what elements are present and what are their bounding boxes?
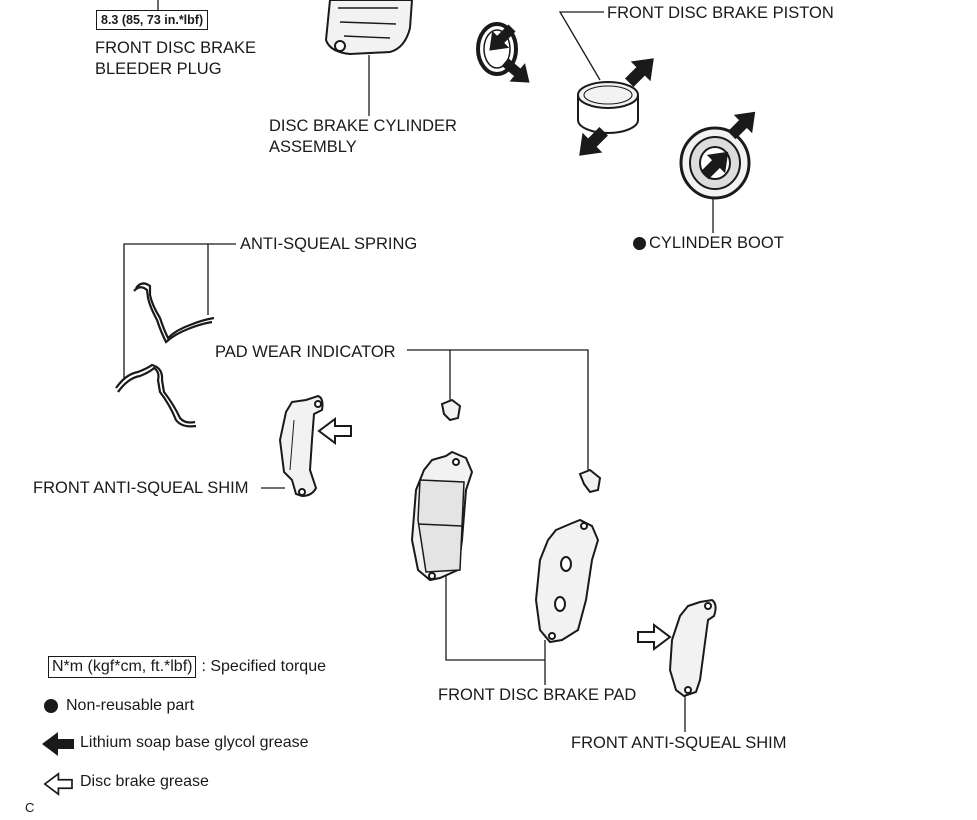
anti-squeal-shim-right-label: FRONT ANTI-SQUEAL SHIM [570, 733, 788, 754]
legend-icons [42, 732, 74, 796]
piston-seal-part [476, 19, 538, 92]
legend-lithium-grease-text: Lithium soap base glycol grease [80, 734, 309, 751]
cylinder-assembly-part [324, 0, 414, 56]
bleeder-plug-label: FRONT DISC BRAKE BLEEDER PLUG [94, 38, 258, 80]
legend-disc-brake-grease-text: Disc brake grease [80, 773, 209, 790]
legend-non-reusable-text: Non-reusable part [66, 697, 195, 714]
cylinder-boot-part [679, 103, 764, 200]
legend-non-reusable: Non-reusable part [44, 697, 194, 715]
anti-squeal-spring-label: ANTI-SQUEAL SPRING [239, 234, 419, 255]
anti-squeal-shim-left-label: FRONT ANTI-SQUEAL SHIM [32, 478, 250, 499]
brake-pad-left-part [410, 450, 474, 582]
legend-torque-desc: : Specified torque [201, 658, 326, 675]
pad-wear-indicator-label: PAD WEAR INDICATOR [214, 342, 397, 363]
anti-squeal-shim-left-part [278, 394, 352, 498]
cylinder-boot-label-group: CYLINDER BOOT [632, 233, 785, 254]
torque-spec-label: 8.3 (85, 73 in.*lbf) [96, 10, 209, 30]
filled-circle-icon [44, 699, 58, 713]
legend-disc-brake-grease: Disc brake grease [80, 773, 209, 791]
piston-label: FRONT DISC BRAKE PISTON [606, 3, 835, 24]
anti-squeal-spring-part [115, 282, 215, 428]
legend-lithium-grease: Lithium soap base glycol grease [80, 734, 309, 752]
legend-torque-box: N*m (kgf*cm, ft.*lbf) [48, 656, 197, 678]
anti-squeal-shim-right-part [637, 598, 717, 698]
brake-pad-right-part [534, 518, 600, 644]
pad-wear-indicator-part [440, 398, 602, 494]
cylinder-assembly-label: DISC BRAKE CYLINDER ASSEMBLY [268, 116, 458, 158]
cylinder-boot-label: CYLINDER BOOT [649, 234, 784, 252]
brake-pad-label: FRONT DISC BRAKE PAD [437, 685, 638, 706]
non-reusable-dot-icon [633, 237, 646, 250]
piston-part [570, 49, 663, 165]
figure-id: C [25, 800, 35, 815]
legend-torque: N*m (kgf*cm, ft.*lbf) : Specified torque [48, 656, 326, 678]
